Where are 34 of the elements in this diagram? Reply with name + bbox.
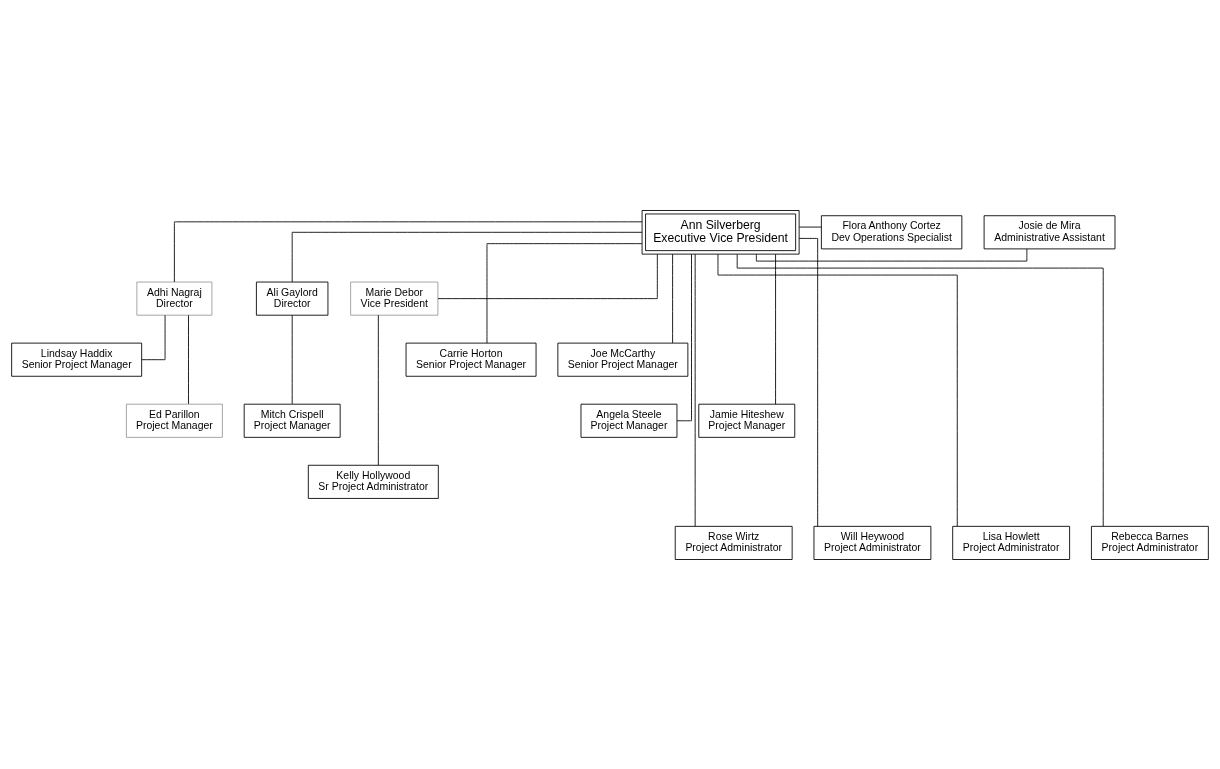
connector bbox=[798, 237, 819, 527]
connector bbox=[291, 231, 643, 282]
connector bbox=[188, 314, 189, 404]
connector bbox=[755, 248, 1028, 262]
node-box: Rebecca Barnes Project Administrator bbox=[1091, 525, 1209, 560]
node-box: Mitch Crispell Project Manager bbox=[243, 403, 341, 438]
connector bbox=[676, 253, 692, 421]
node-box: Marie Debor Vice President bbox=[350, 281, 439, 316]
connector bbox=[736, 253, 1104, 527]
node-box: Kelly Hollywood Sr Project Administrator bbox=[307, 464, 439, 499]
connector bbox=[775, 253, 776, 405]
connector bbox=[798, 226, 822, 227]
connector bbox=[694, 253, 696, 527]
node-box: Flora Anthony Cortez Dev Operations Specialist bbox=[820, 214, 963, 249]
node-box: Joe McCarthy Senior Project Manager bbox=[557, 342, 689, 377]
node-box: Jamie Hiteshew Project Manager bbox=[698, 403, 796, 438]
connector bbox=[291, 314, 293, 404]
node-box: Ali Gaylord Director bbox=[255, 281, 329, 316]
node-box: Lisa Howlett Project Administrator bbox=[952, 525, 1071, 560]
node-box: Josie de Mira Administrative Assistant bbox=[983, 214, 1116, 249]
connector bbox=[141, 314, 166, 360]
node-box: Will Heywood Project Administrator bbox=[813, 525, 932, 560]
node-box: Ed Parillon Project Manager bbox=[125, 403, 223, 438]
connector bbox=[377, 314, 379, 466]
connector bbox=[437, 253, 658, 299]
node-box: Lindsay Haddix Senior Project Manager bbox=[11, 342, 143, 377]
node-box: Rose Wirtz Project Administrator bbox=[674, 525, 793, 560]
node-box: Angela Steele Project Manager bbox=[580, 403, 678, 438]
connector bbox=[717, 253, 958, 527]
connector bbox=[672, 253, 674, 343]
node-box: Carrie Horton Senior Project Manager bbox=[405, 342, 537, 377]
connector bbox=[486, 242, 643, 343]
connector bbox=[173, 220, 643, 282]
node-box: Adhi Nagraj Director bbox=[136, 281, 213, 316]
